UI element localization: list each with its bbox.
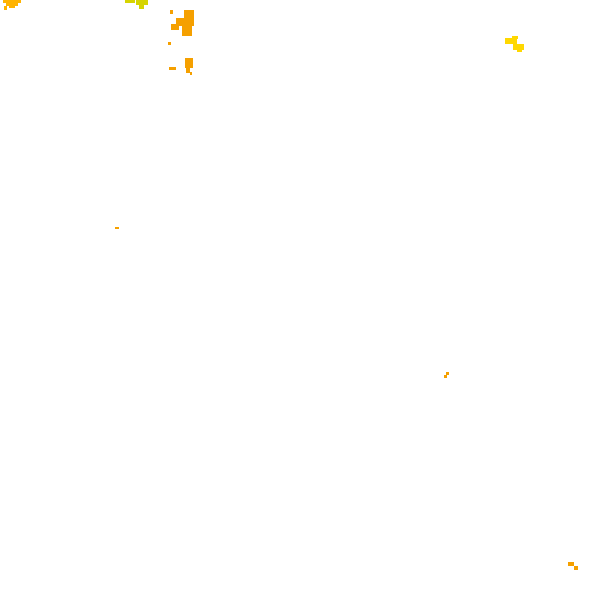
- raster-patch: [444, 372, 449, 378]
- raster-pixel-block: [513, 44, 524, 50]
- raster-pixel-block: [182, 26, 192, 36]
- raster-pixel-block: [169, 67, 176, 70]
- raster-pixel-block: [176, 18, 194, 26]
- raster-pixel-block: [444, 375, 447, 378]
- raster-pixel-block: [6, 3, 18, 6]
- raster-pixel-block: [9, 6, 15, 8]
- raster-pixel-block: [517, 50, 522, 52]
- raster-pixel-block: [185, 58, 193, 68]
- raster-patch: [168, 10, 194, 45]
- raster-pixel-block: [505, 38, 517, 44]
- raster-pixel-block: [446, 372, 449, 375]
- raster-patch: [568, 562, 578, 570]
- raster-pixel-block: [115, 227, 119, 229]
- raster-pixel-block: [574, 566, 578, 570]
- raster-pixel-block: [512, 36, 518, 39]
- raster-pixel-block: [139, 5, 144, 9]
- raster-pixel-block: [568, 562, 574, 566]
- raster-pixel-block: [3, 0, 21, 3]
- raster-pixel-block: [170, 10, 173, 14]
- raster-pixel-block: [186, 68, 190, 73]
- raster-pixel-block: [125, 0, 135, 3]
- raster-patch: [505, 36, 524, 52]
- raster-patch: [125, 0, 148, 9]
- raster-pixel-block: [168, 42, 171, 45]
- raster-pixel-block: [171, 24, 179, 30]
- raster-pixel-block: [184, 10, 194, 18]
- raster-patch: [3, 0, 21, 10]
- raster-patch: [169, 58, 193, 75]
- raster-pixel-block: [190, 72, 192, 75]
- raster-pixel-block: [136, 0, 148, 5]
- raster-patch: [115, 227, 119, 229]
- raster-pixel-block: [4, 6, 7, 10]
